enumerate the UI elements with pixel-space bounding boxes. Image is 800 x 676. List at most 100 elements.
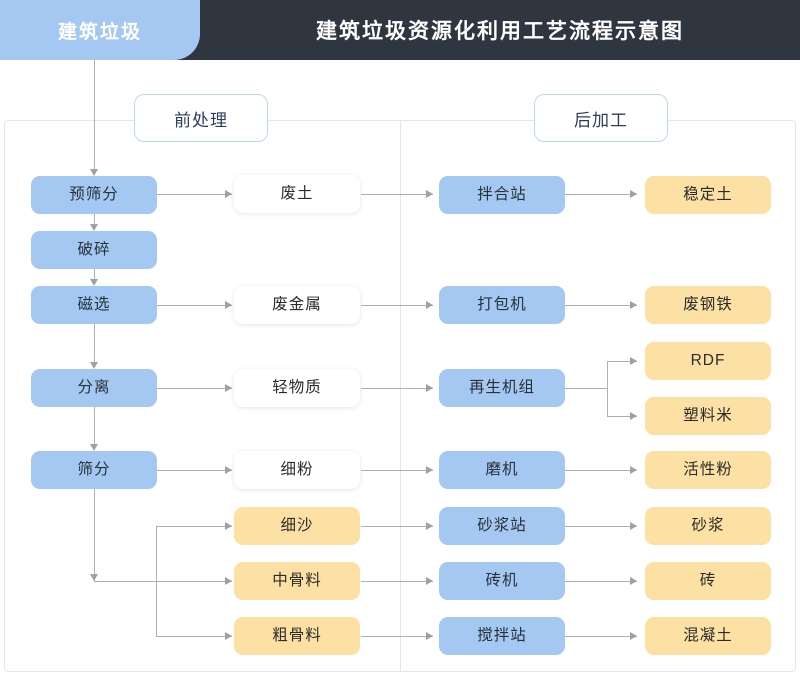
- node-pre-screen[interactable]: 预筛分: [31, 176, 157, 214]
- arrowhead-baler-to-scrap-steel: [630, 301, 637, 309]
- node-medium-aggregate-label: 中骨料: [272, 572, 322, 590]
- connector-aggregate-bracket: [156, 526, 157, 636]
- node-mortar[interactable]: 砂浆: [645, 507, 771, 545]
- node-coarse-aggregate[interactable]: 粗骨料: [234, 617, 360, 655]
- arrowhead-fine-sand-to-mortar-station: [426, 522, 433, 530]
- arrowhead-magnetic-to-separate: [90, 362, 98, 369]
- arrowhead-mixing-station-to-stabilized-soil: [630, 190, 637, 198]
- arrowhead-magnetic-to-waste-metal: [225, 301, 232, 309]
- node-plastic-pellets-label: 塑料米: [683, 407, 733, 425]
- node-fine-powder-label: 细粉: [280, 461, 314, 479]
- arrowhead-mill-to-active-powder: [630, 466, 637, 474]
- node-stabilized-soil[interactable]: 稳定土: [645, 176, 771, 214]
- node-fine-sand[interactable]: 细沙: [234, 507, 360, 545]
- connector-regeneration-unit-to-rdf: [607, 361, 637, 362]
- connector-regeneration-unit-to-plastic-pellets: [607, 416, 637, 417]
- node-waste-soil[interactable]: 废土: [234, 175, 360, 213]
- node-regeneration-unit-label: 再生机组: [468, 379, 535, 397]
- arrowhead-screen-to-fine-powder: [225, 466, 232, 474]
- header-tab-source[interactable]: 建筑垃圾: [0, 0, 200, 60]
- connector-fine-powder-to-mill: [361, 470, 433, 471]
- connector-fine-sand-to-mortar-station: [361, 526, 433, 527]
- connector-screen-to-coarse-aggregate: [156, 636, 232, 637]
- connector-mill-to-active-powder: [565, 470, 637, 471]
- connector-medium-aggregate-to-brick-machine: [361, 581, 433, 582]
- connector-crush-to-magnetic: [94, 268, 95, 283]
- arrowhead-source-to-prescreen: [90, 169, 98, 176]
- arrowhead-regeneration-unit-to-plastic-pellets: [630, 412, 637, 420]
- connector-separate-to-screen: [94, 407, 95, 448]
- section-label-postprocessing-text: 后加工: [574, 110, 628, 130]
- node-fine-powder[interactable]: 细粉: [234, 451, 360, 489]
- node-fine-sand-label: 细沙: [280, 517, 314, 535]
- node-pre-screen-label: 预筛分: [69, 186, 119, 204]
- node-rdf[interactable]: RDF: [645, 342, 771, 380]
- node-coarse-aggregate-label: 粗骨料: [272, 627, 322, 645]
- node-magnetic-separation[interactable]: 磁选: [31, 286, 157, 324]
- node-baler-label: 打包机: [477, 296, 527, 314]
- connector-screen-to-fine-sand: [156, 526, 232, 527]
- node-light-matter[interactable]: 轻物质: [234, 369, 360, 407]
- arrowhead-agitation-station-to-concrete: [630, 632, 637, 640]
- arrowhead-mortar-station-to-mortar: [630, 522, 637, 530]
- node-waste-soil-label: 废土: [280, 185, 314, 203]
- node-active-powder[interactable]: 活性粉: [645, 451, 771, 489]
- arrowhead-crush-to-magnetic: [90, 279, 98, 286]
- connector-magnetic-to-waste-metal: [156, 305, 232, 306]
- node-brick-machine[interactable]: 砖机: [439, 562, 565, 600]
- arrowhead-separate-to-light-matter: [225, 384, 232, 392]
- node-mortar-station-label: 砂浆站: [477, 517, 527, 535]
- page-title: 建筑垃圾资源化利用工艺流程示意图: [200, 0, 800, 60]
- node-scrap-steel[interactable]: 废钢铁: [645, 286, 771, 324]
- arrowhead-screen-to-coarse-aggregate: [225, 632, 232, 640]
- connector-prescreen-to-waste-soil: [156, 194, 232, 195]
- page-title-text: 建筑垃圾资源化利用工艺流程示意图: [316, 20, 684, 43]
- connector-screen-down-trunk: [94, 489, 95, 581]
- connector-separate-to-light-matter: [156, 388, 232, 389]
- node-regeneration-unit[interactable]: 再生机组: [439, 369, 565, 407]
- node-crush[interactable]: 破碎: [31, 231, 157, 269]
- node-baler[interactable]: 打包机: [439, 286, 565, 324]
- node-mixing-station[interactable]: 拌合站: [439, 176, 565, 214]
- node-agitation-station-label: 搅拌站: [477, 627, 527, 645]
- node-concrete[interactable]: 混凝土: [645, 617, 771, 655]
- node-screening[interactable]: 筛分: [31, 451, 157, 489]
- node-plastic-pellets[interactable]: 塑料米: [645, 397, 771, 435]
- arrowhead-medium-aggregate-to-brick-machine: [426, 577, 433, 585]
- node-separation[interactable]: 分离: [31, 369, 157, 407]
- connector-coarse-aggregate-to-agitation-station: [361, 636, 433, 637]
- connector-prescreen-to-crush: [94, 213, 95, 228]
- arrowhead-fine-powder-to-mill: [426, 466, 433, 474]
- section-label-postprocessing: 后加工: [534, 94, 668, 142]
- header-tab-label: 建筑垃圾: [57, 21, 142, 43]
- node-mortar-station[interactable]: 砂浆站: [439, 507, 565, 545]
- arrowhead-screen-to-medium-aggregate: [225, 577, 232, 585]
- node-waste-metal[interactable]: 废金属: [234, 286, 360, 324]
- node-mill[interactable]: 磨机: [439, 451, 565, 489]
- arrowhead-separate-to-screen: [90, 444, 98, 451]
- connector-screen-to-fine-powder: [156, 470, 232, 471]
- node-brick[interactable]: 砖: [645, 562, 771, 600]
- arrowhead-waste-soil-to-mixing-station: [426, 190, 433, 198]
- node-rdf-label: RDF: [690, 352, 726, 370]
- connector-mortar-station-to-mortar: [565, 526, 637, 527]
- arrowhead-coarse-aggregate-to-agitation-station: [426, 632, 433, 640]
- node-active-powder-label: 活性粉: [683, 461, 733, 479]
- connector-baler-to-scrap-steel: [565, 305, 637, 306]
- node-crush-label: 破碎: [77, 241, 111, 259]
- section-divider: [400, 120, 401, 672]
- node-screening-label: 筛分: [77, 461, 111, 479]
- node-waste-metal-label: 废金属: [272, 296, 322, 314]
- node-mill-label: 磨机: [485, 461, 519, 479]
- connector-waste-metal-to-baler: [361, 305, 433, 306]
- node-magnetic-separation-label: 磁选: [77, 296, 111, 314]
- node-light-matter-label: 轻物质: [272, 379, 322, 397]
- node-medium-aggregate[interactable]: 中骨料: [234, 562, 360, 600]
- node-stabilized-soil-label: 稳定土: [683, 186, 733, 204]
- arrowhead-prescreen-to-waste-soil: [225, 190, 232, 198]
- node-scrap-steel-label: 废钢铁: [683, 296, 733, 314]
- connector-screen-to-medium-aggregate: [94, 581, 232, 582]
- node-agitation-station[interactable]: 搅拌站: [439, 617, 565, 655]
- node-concrete-label: 混凝土: [683, 627, 733, 645]
